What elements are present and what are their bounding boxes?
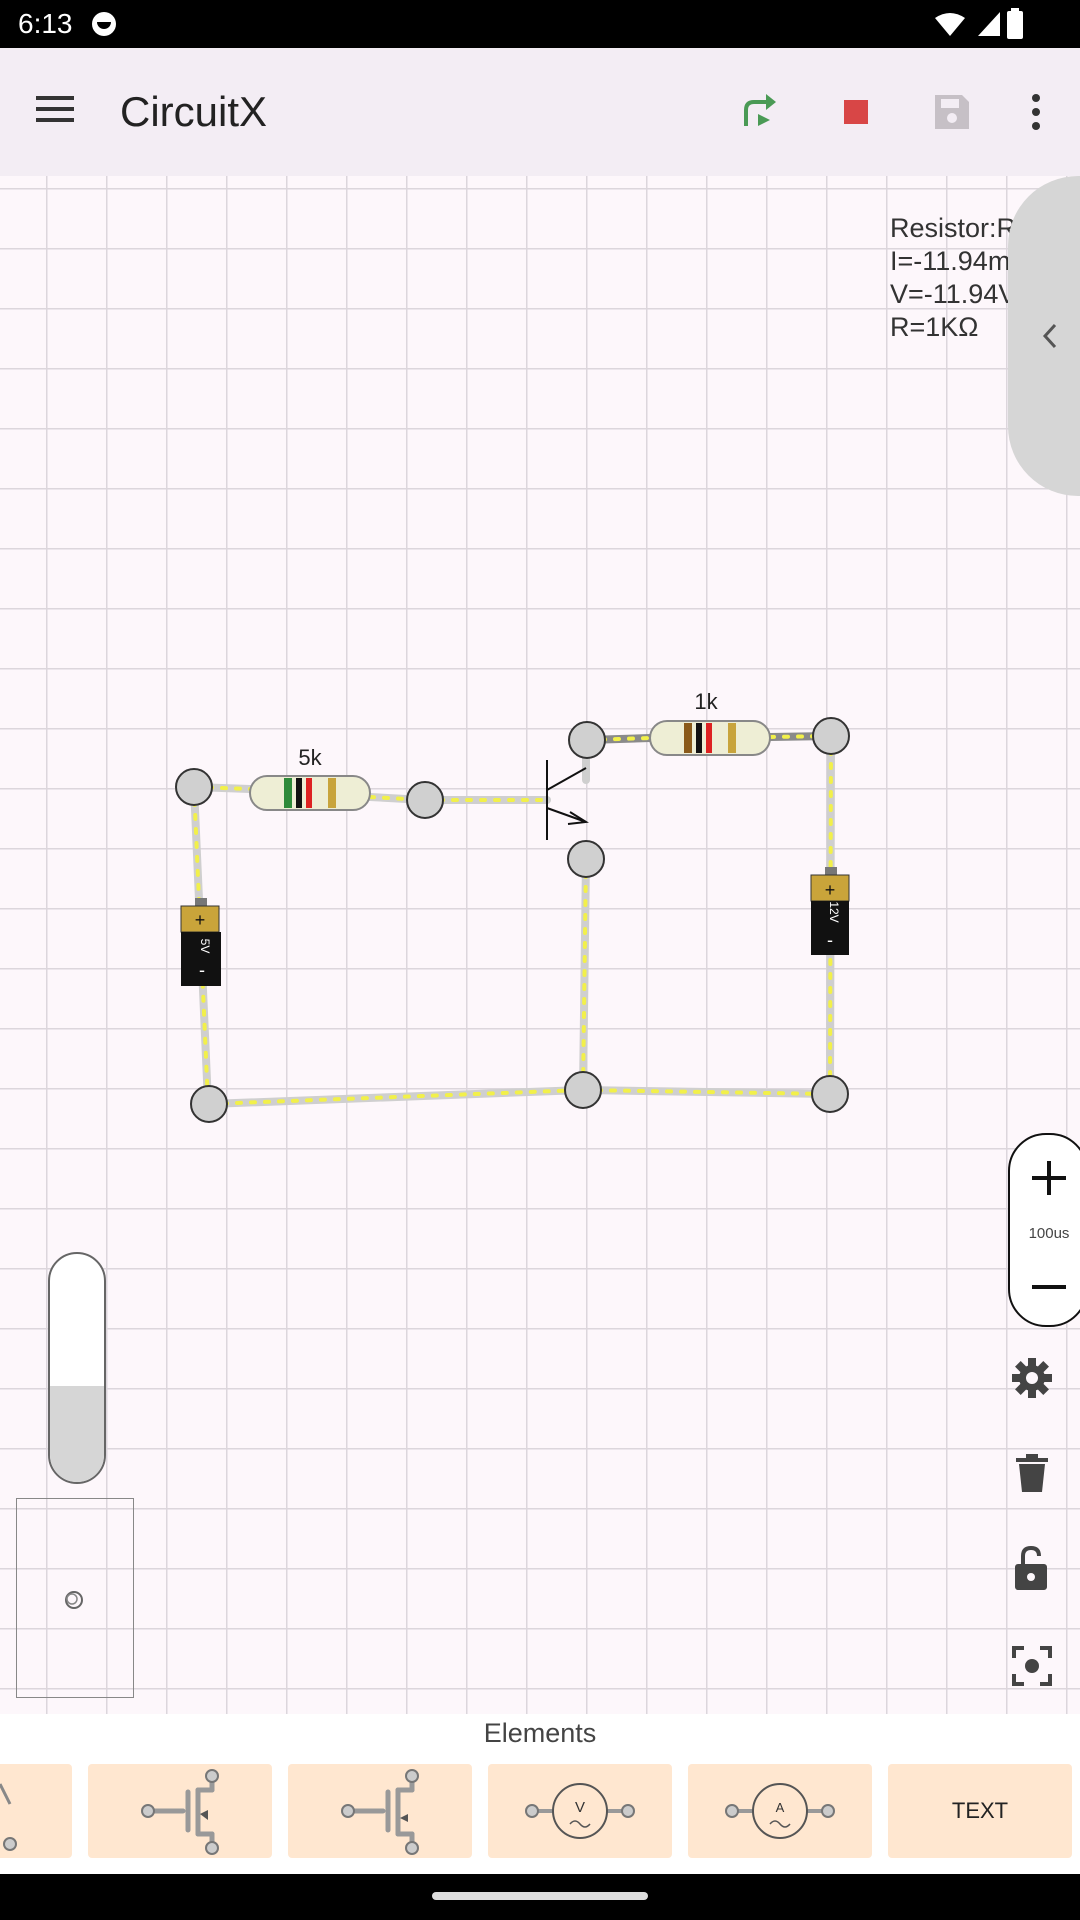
- voltmeter-icon: V: [525, 1783, 635, 1839]
- nmos-transistor-icon: [141, 1769, 219, 1855]
- status-time: 6:13: [18, 8, 73, 39]
- zoom-in-icon[interactable]: [1032, 1161, 1066, 1195]
- delete-trash-icon[interactable]: [1016, 1454, 1048, 1492]
- fit-screen-icon[interactable]: [1012, 1646, 1052, 1686]
- zoom-out-icon[interactable]: [1032, 1283, 1066, 1291]
- notification-face-icon: [92, 12, 116, 36]
- node[interactable]: [812, 717, 850, 755]
- ammeter-icon: A: [725, 1783, 835, 1839]
- element-tile-pmos[interactable]: [288, 1764, 472, 1858]
- node[interactable]: [406, 781, 444, 819]
- lock-open-icon[interactable]: [1014, 1546, 1048, 1590]
- battery-5v-plus: +: [195, 910, 206, 930]
- more-options-icon[interactable]: [1026, 92, 1046, 132]
- node[interactable]: [190, 1085, 228, 1123]
- circuit-canvas[interactable]: [0, 176, 1080, 1714]
- settings-gear-icon[interactable]: [1012, 1358, 1052, 1398]
- battery-12v-minus: -: [827, 930, 833, 950]
- resistor-5k[interactable]: [249, 775, 371, 811]
- info-resistance: R=1KΩ: [890, 312, 979, 342]
- battery-5v-minus: -: [199, 960, 205, 980]
- text-element-label: TEXT: [951, 1798, 1009, 1823]
- simulation-speed-slider[interactable]: [48, 1252, 106, 1484]
- element-tile-voltmeter[interactable]: V: [488, 1764, 672, 1858]
- ammeter-symbol: A: [776, 1800, 785, 1815]
- home-gesture-pill[interactable]: [432, 1892, 648, 1900]
- minimap[interactable]: [16, 1498, 134, 1698]
- pmos-transistor-icon: [341, 1769, 419, 1855]
- resistor-1k[interactable]: [649, 720, 771, 756]
- node[interactable]: [567, 840, 605, 878]
- element-tile-text[interactable]: TEXT: [888, 1764, 1072, 1858]
- resistor-5k-label: 5k: [298, 745, 322, 770]
- system-nav-bar: [0, 1874, 1080, 1920]
- circuit-nodes: [175, 717, 850, 1123]
- resistor-1k-label: 1k: [694, 689, 718, 714]
- battery-12v-voltage: 12V: [827, 901, 841, 922]
- battery-12v[interactable]: [810, 867, 850, 955]
- info-voltage: V=-11.94V: [890, 279, 1017, 309]
- battery-12v-plus: +: [825, 880, 836, 900]
- minimap-viewport-icon: [65, 1591, 83, 1609]
- zoom-control: 100us: [1008, 1133, 1080, 1327]
- info-current: I=-11.94mA: [890, 246, 1029, 276]
- node[interactable]: [568, 721, 606, 759]
- element-tile-partial[interactable]: [0, 1764, 72, 1858]
- wifi-icon: [935, 13, 965, 36]
- app-title: CircuitX: [120, 88, 268, 135]
- node[interactable]: [564, 1071, 602, 1109]
- timestep-label: 100us: [1028, 1225, 1070, 1242]
- slider-fill: [50, 1386, 104, 1482]
- elements-title: Elements: [483, 1718, 597, 1748]
- chevron-left-icon: [1042, 323, 1057, 349]
- node[interactable]: [175, 768, 213, 806]
- app-bar: CircuitX: [0, 48, 1080, 176]
- status-bar: 6:13: [0, 0, 1080, 48]
- run-simulation-icon[interactable]: [738, 92, 782, 132]
- node[interactable]: [811, 1075, 849, 1113]
- battery-icon: [1007, 8, 1023, 39]
- battery-5v[interactable]: [180, 898, 221, 986]
- stop-icon[interactable]: [842, 98, 870, 126]
- battery-5v-voltage: 5V: [198, 939, 212, 954]
- side-drawer-handle[interactable]: [1008, 176, 1080, 496]
- element-info-panel: Resistor:R10 I=-11.94mA V=-11.94V R=1KΩ: [890, 212, 1046, 344]
- partial-element-icon: [0, 1783, 17, 1851]
- element-tile-ammeter[interactable]: A: [688, 1764, 872, 1858]
- save-icon[interactable]: [932, 92, 972, 132]
- npn-transistor[interactable]: [546, 760, 589, 840]
- signal-icon: [978, 12, 1000, 36]
- element-tile-nmos[interactable]: [88, 1764, 272, 1858]
- voltmeter-symbol: V: [575, 1799, 585, 1816]
- menu-icon[interactable]: [34, 92, 76, 126]
